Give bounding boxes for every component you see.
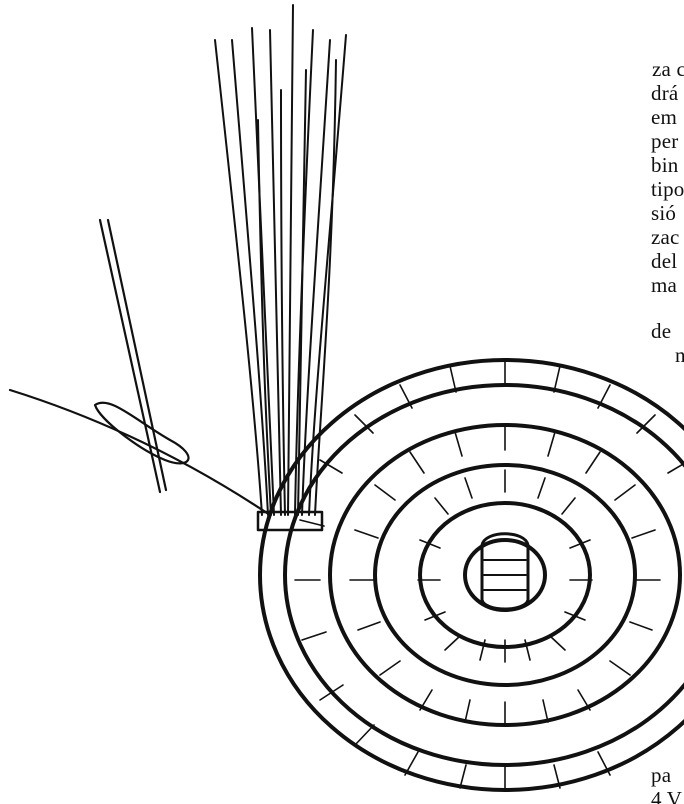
needle (100, 220, 166, 492)
text-line-3: em (651, 105, 677, 129)
text-line-10: ma (651, 273, 677, 297)
text-line-11: de (651, 319, 671, 343)
text-line-1: za c (652, 57, 684, 81)
thread (10, 390, 270, 515)
text-line-2: drá (651, 81, 678, 105)
text-line-14: 4 V (651, 787, 682, 804)
text-line-13: pa (651, 763, 671, 787)
text-line-9: del (651, 249, 677, 273)
text-line-5: bin (651, 153, 678, 177)
fiber-bundle (215, 5, 346, 515)
text-line-7: sió (651, 201, 676, 225)
text-line-6: tipo (651, 177, 684, 201)
basket-coils (260, 360, 684, 790)
coil-center (482, 534, 528, 609)
text-line-12: n (675, 343, 684, 367)
text-line-8: zac (651, 225, 680, 249)
text-line-4: per (651, 129, 678, 153)
